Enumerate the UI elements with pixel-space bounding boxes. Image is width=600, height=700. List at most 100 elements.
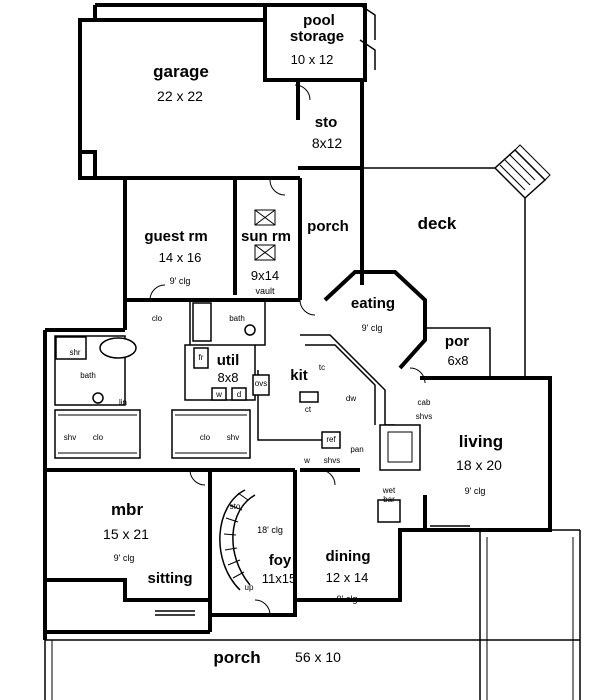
dryer	[231, 387, 247, 401]
mbr-size: 15 x 21	[103, 526, 149, 542]
pool-storage-size: 10 x 12	[290, 52, 334, 67]
closets	[54, 409, 251, 459]
sto-walls	[298, 78, 364, 170]
eating-ceiling: 9' clg	[361, 323, 383, 333]
foy-label: foy	[268, 552, 292, 569]
bath-master-label: bath	[80, 371, 96, 380]
sto-label: sto	[314, 114, 338, 131]
toilet-mid	[244, 324, 256, 336]
dining-ceiling: 9' clg	[336, 594, 358, 604]
guest-rm-ceiling: 9' clg	[169, 276, 191, 286]
ovens	[252, 374, 270, 396]
shv-right-label: shv	[226, 433, 240, 442]
wet-bar-label-2: bar	[383, 495, 395, 504]
cab-label: cab	[417, 398, 431, 407]
master-bath	[54, 335, 126, 406]
bath-mid-label: bath	[229, 314, 245, 323]
sun-rm-label: sun rm	[240, 228, 292, 245]
skylights	[254, 209, 276, 261]
mbr-ceiling: 9' clg	[113, 553, 135, 563]
deck-stair	[499, 144, 551, 191]
eating-bay	[323, 270, 427, 370]
w-label: w	[216, 390, 222, 399]
shv-left-label: shv	[63, 433, 77, 442]
pan-label: pan	[350, 445, 364, 454]
por-size: 6x8	[447, 353, 469, 368]
sun-rm-vault: vault	[255, 286, 275, 296]
dining-label: dining	[325, 548, 371, 565]
foyer-dining-walls	[210, 468, 425, 617]
kitchen-counters-inner	[305, 344, 376, 425]
garage-label: garage	[153, 62, 209, 81]
wet-bar-label-1: wet	[382, 486, 396, 495]
mbr-label: mbr	[110, 500, 144, 519]
util-bath-block	[184, 299, 266, 401]
shvs-lower-label: shvs	[323, 456, 341, 465]
por-outline	[425, 327, 491, 378]
util-size: 8x8	[217, 370, 239, 385]
up-label: up	[244, 583, 254, 592]
porch-mid-label: porch	[307, 218, 349, 235]
tub-mid	[192, 302, 212, 342]
cooktop	[299, 391, 319, 403]
living-size: 18 x 20	[456, 457, 502, 473]
kit-label: kit	[290, 367, 308, 384]
wet-bar	[377, 499, 401, 523]
fridge-util	[193, 347, 209, 369]
skylight-2	[254, 244, 276, 261]
lin-label: lin	[118, 398, 128, 407]
closet-shelves	[58, 414, 247, 454]
sun-rm-size: 9x14	[250, 268, 280, 283]
ovs-label: ovs	[254, 379, 268, 388]
tub	[99, 337, 137, 359]
util-label: util	[216, 352, 240, 369]
guest-sun-walls	[123, 168, 364, 330]
shower	[55, 336, 87, 360]
deck-outline	[362, 148, 547, 378]
guest-rm-size: 14 x 16	[158, 250, 202, 265]
living-walls	[420, 376, 552, 532]
clo-left-label: clo	[92, 433, 104, 442]
eating-label: eating	[350, 295, 396, 312]
clo-right-label: clo	[199, 433, 211, 442]
living-ceiling: 9' clg	[464, 486, 486, 496]
shr-label: shr	[69, 348, 81, 357]
deck-label: deck	[417, 214, 457, 233]
front-porch	[44, 529, 581, 700]
windows	[155, 4, 470, 616]
toilet-master	[92, 392, 104, 404]
sto-size: 8x12	[311, 135, 343, 151]
dining-size: 12 x 14	[325, 570, 369, 585]
dw-label: dw	[345, 394, 357, 403]
foy-size: 11x15	[261, 571, 297, 586]
master-outer-walls	[43, 328, 210, 640]
ref-label: ref	[326, 435, 336, 444]
porch-rails	[51, 537, 574, 700]
ct-label: ct	[304, 405, 312, 414]
garage-size: 22 x 22	[157, 88, 203, 104]
fr-label: fr	[198, 353, 204, 362]
tc-label: tc	[318, 363, 326, 372]
shvs-kit-label: shvs	[415, 412, 433, 421]
d-label: d	[236, 390, 242, 399]
washer	[211, 387, 227, 401]
sto-foy-label: sto	[229, 502, 241, 511]
guest-rm-label: guest rm	[144, 228, 208, 245]
stair-treads	[223, 492, 249, 579]
door-swings	[149, 84, 426, 616]
firebox	[387, 431, 413, 463]
w-circle-label: w	[304, 456, 310, 465]
skylight-1	[254, 209, 276, 226]
sitting-label: sitting	[147, 570, 193, 587]
foy-ceiling: 18' clg	[257, 525, 283, 535]
pool-storage-label-2: storage	[289, 28, 345, 45]
living-label: living	[458, 432, 504, 451]
porch-front-size: 56 x 10	[295, 649, 341, 665]
clo-guest-label: clo	[151, 314, 163, 323]
pool-storage-label-1: pool	[303, 12, 335, 29]
porch-front-label: porch	[213, 648, 261, 667]
master-inner-walls	[45, 468, 212, 632]
ref	[321, 431, 341, 449]
